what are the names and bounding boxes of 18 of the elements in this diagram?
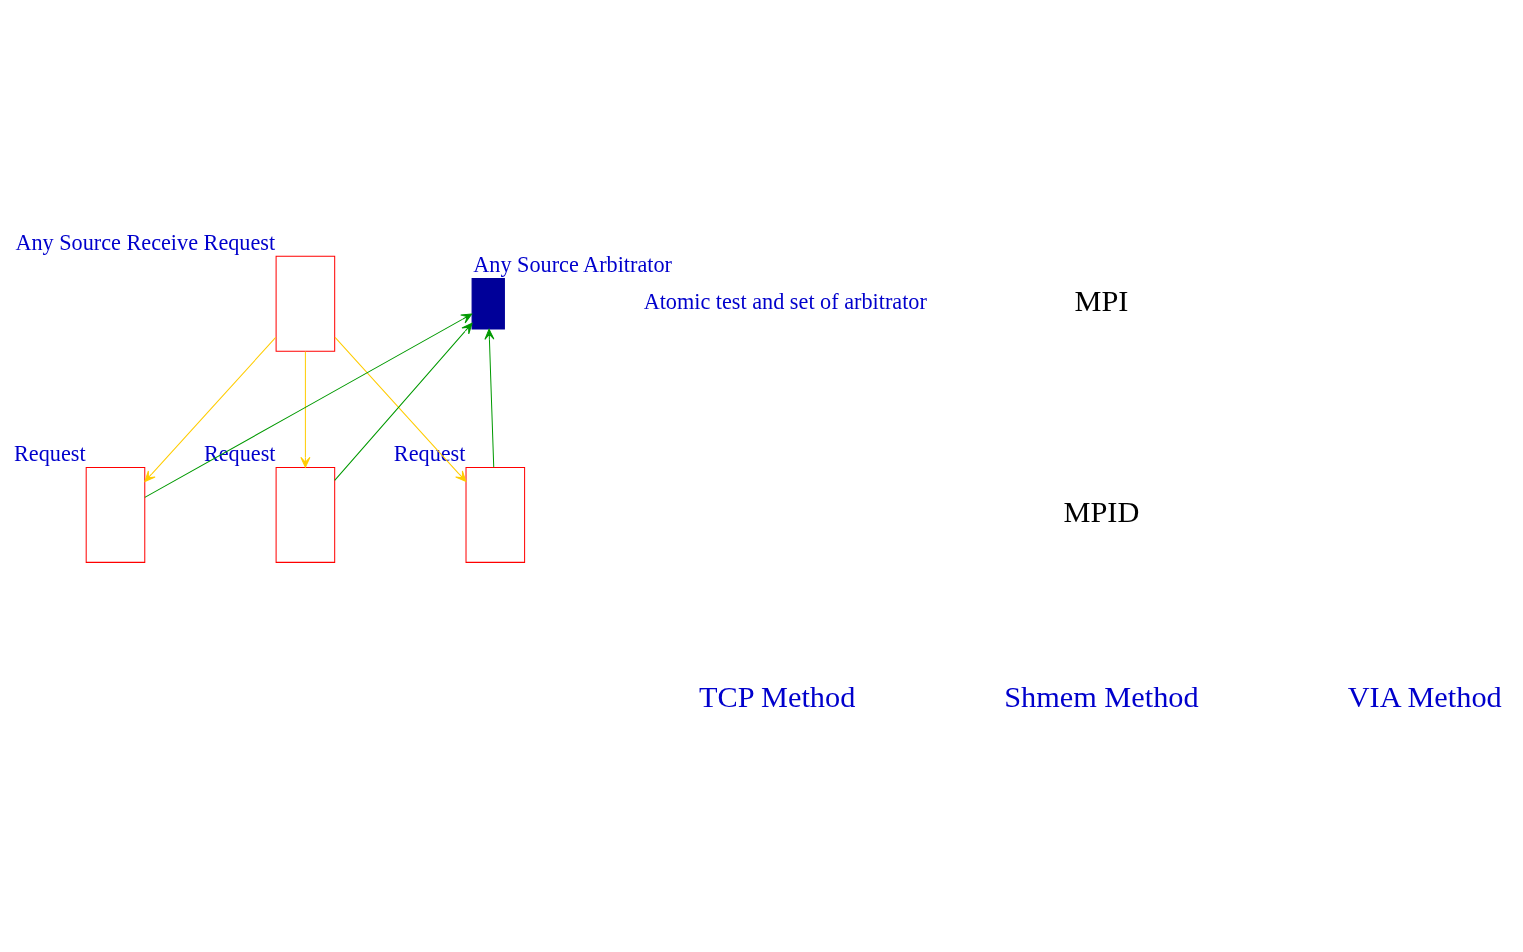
arrow xyxy=(143,336,276,482)
node-box xyxy=(275,255,335,352)
node-label: Any Source Arbitrator xyxy=(472,252,672,278)
arrow xyxy=(143,313,472,498)
node-box xyxy=(471,278,505,330)
arrow xyxy=(299,350,310,468)
arrow xyxy=(483,328,494,468)
label: Shmem Method xyxy=(1003,679,1199,714)
label: TCP Method xyxy=(698,679,855,714)
node-box xyxy=(85,466,145,563)
label: MPID xyxy=(1063,495,1139,530)
node-box xyxy=(275,466,335,563)
label: VIA Method xyxy=(1347,679,1502,714)
node-box xyxy=(465,466,525,563)
label: MPI xyxy=(1073,284,1128,319)
label: Atomic test and set of arbitrator xyxy=(643,289,927,315)
node-label: Any Source Receive Request xyxy=(14,229,275,255)
node-label: Request xyxy=(13,440,86,466)
